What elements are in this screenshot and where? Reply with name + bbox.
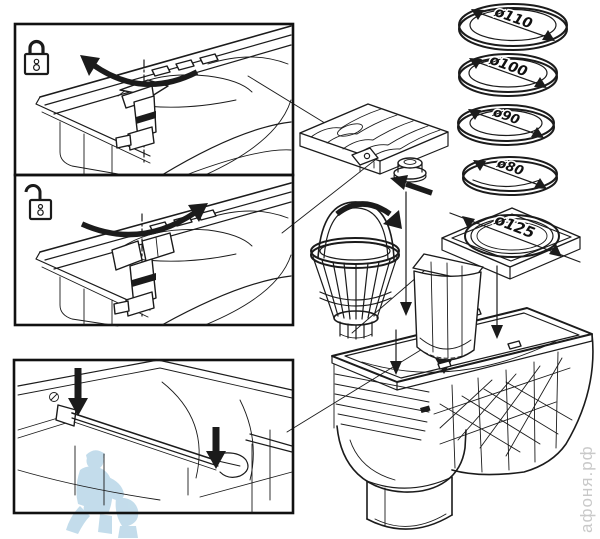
locking-clamp (115, 79, 169, 151)
ring-diameter-label: ø80 (494, 156, 525, 180)
padlock-locked-icon (23, 39, 50, 76)
gully-corner-art-locked (35, 25, 292, 176)
ring-diameter-label: ø90 (490, 105, 521, 129)
gully-corner-art-unlocked (35, 182, 292, 327)
released-clamp (111, 232, 175, 317)
press-down-arrow-right (206, 427, 226, 469)
plumber-watermark (66, 450, 139, 538)
panel-step-2 (13, 173, 295, 327)
adapter-ring-110: ø110 (458, 2, 568, 51)
gasket-rod (55, 404, 249, 478)
rotate-left-arrow (80, 55, 199, 87)
rotate-right-arrow (80, 203, 208, 238)
panel-step-3 (12, 358, 295, 515)
body-lattice-right (420, 333, 594, 476)
plug-insert-arrow (390, 175, 433, 196)
panel-step-1 (13, 22, 295, 177)
handle-rotate-arrow (335, 201, 402, 229)
drop-arrow-cover-to-funnel (400, 191, 412, 316)
cover-latch (351, 147, 379, 173)
body-sump (336, 425, 467, 493)
adapter-ring-80: ø80 (462, 154, 558, 196)
ring-diameter-label: ø100 (486, 52, 529, 81)
watermark-text: афоня.рф (577, 445, 596, 533)
adapter-ring-100: ø100 (458, 50, 558, 97)
drop-arrow-frame-to-body (491, 265, 503, 339)
gully-interior-art (17, 359, 293, 514)
site-watermark-label: афоня.рф (577, 445, 596, 533)
padlock-unlocked-icon (24, 184, 53, 221)
leaf-guard-cover (299, 103, 449, 175)
sealing-plug (393, 157, 427, 183)
press-down-arrow-left (68, 368, 88, 416)
leaf-basket (310, 201, 402, 340)
outlet-pipe (366, 476, 453, 530)
funnel-insert (412, 253, 484, 361)
drop-arrow-basket-to-body (390, 329, 402, 375)
body-ribs-left (333, 363, 430, 441)
adapter-ring-90: ø90 (457, 103, 555, 146)
frame-125: ø125 (441, 207, 581, 280)
